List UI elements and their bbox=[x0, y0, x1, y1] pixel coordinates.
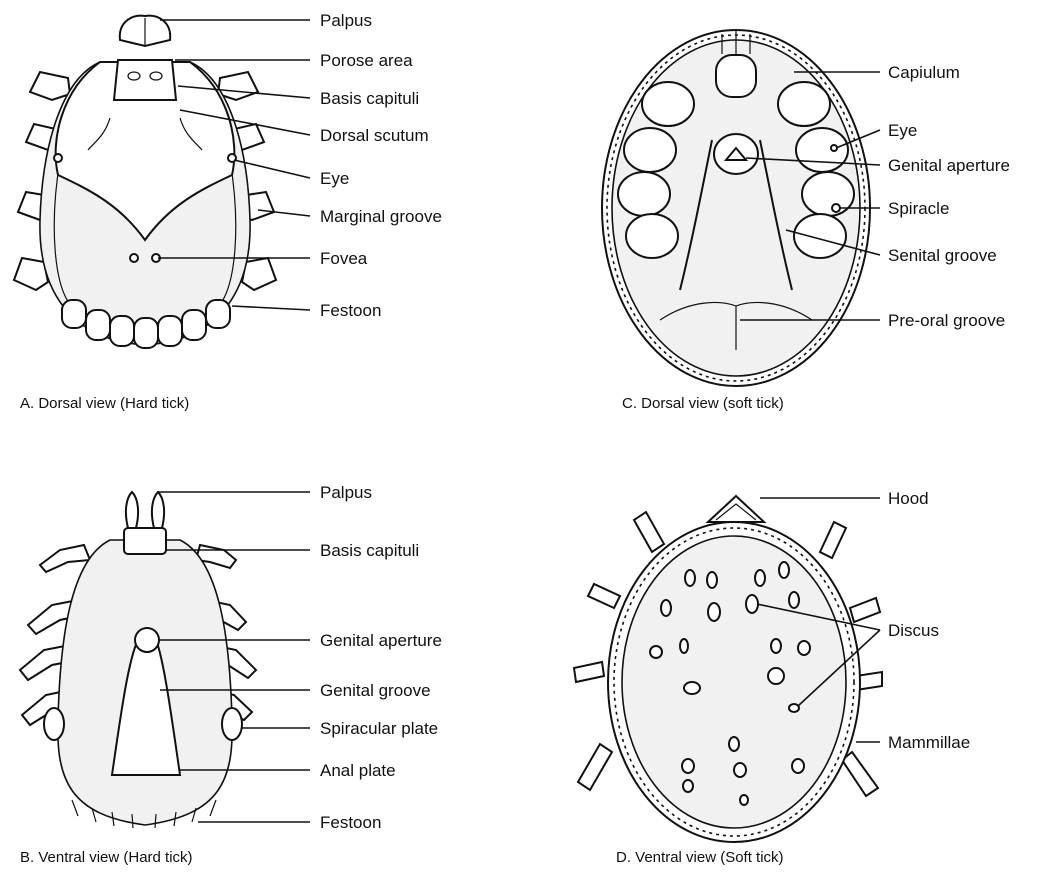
panel-a-label-dorsal-scutum: Dorsal scutum bbox=[320, 126, 429, 145]
panel-d-caption: D. Ventral view (Soft tick) bbox=[616, 849, 784, 866]
panel-a-eye-left bbox=[54, 154, 62, 162]
panel-c-labels: Capiulum Eye Genital aperture Spiracle S… bbox=[888, 63, 1010, 330]
panel-b-caption: B. Ventral view (Hard tick) bbox=[20, 849, 193, 866]
panel-c-label-spiracle: Spiracle bbox=[888, 199, 949, 218]
panel-a-label-porose-area: Porose area bbox=[320, 51, 413, 70]
panel-b-spiracular-plate-left bbox=[44, 708, 64, 740]
panel-c-caption: C. Dorsal view (soft tick) bbox=[622, 395, 784, 412]
panel-b-label-basis-capituli: Basis capituli bbox=[320, 541, 419, 560]
panel-d-label-mammillae: Mammillae bbox=[888, 733, 970, 752]
panel-d-body-inner bbox=[622, 536, 846, 828]
panel-b-spiracular-plate-right bbox=[222, 708, 242, 740]
panel-a-labels: Palpus Porose area Basis capituli Dorsal… bbox=[320, 11, 442, 320]
panel-c-capitulum bbox=[716, 30, 756, 97]
panel-a-caption: A. Dorsal view (Hard tick) bbox=[20, 395, 189, 412]
panel-a-label-palpus: Palpus bbox=[320, 11, 372, 30]
panel-b-label-palpus: Palpus bbox=[320, 483, 372, 502]
panel-b-labels: Palpus Basis capituli Genital aperture G… bbox=[320, 483, 442, 832]
panel-a-fovea-left bbox=[130, 254, 138, 262]
panel-d-hood bbox=[708, 496, 764, 522]
panel-c-soft-tick-dorsal: Capiulum Eye Genital aperture Spiracle S… bbox=[602, 30, 1010, 412]
panel-c-label-genital-aperture: Genital aperture bbox=[888, 156, 1010, 175]
panel-a-label-festoon: Festoon bbox=[320, 301, 381, 320]
panel-a-label-marginal-groove: Marginal groove bbox=[320, 207, 442, 226]
panel-a-hard-tick-dorsal: Palpus Porose area Basis capituli Dorsal… bbox=[14, 11, 442, 412]
panel-b-label-genital-groove: Genital groove bbox=[320, 681, 431, 700]
panel-b-label-spiracular-plate: Spiracular plate bbox=[320, 719, 438, 738]
panel-d-labels: Hood Discus Mammillae bbox=[888, 489, 970, 752]
panel-c-label-eye: Eye bbox=[888, 121, 917, 140]
panel-b-label-anal-plate: Anal plate bbox=[320, 761, 396, 780]
panel-b-label-genital-aperture: Genital aperture bbox=[320, 631, 442, 650]
panel-c-label-capiulum: Capiulum bbox=[888, 63, 960, 82]
panel-d-soft-tick-ventral: Hood Discus Mammillae D. Ventral view (S… bbox=[574, 489, 970, 866]
panel-d-label-hood: Hood bbox=[888, 489, 929, 508]
panel-c-spiracle bbox=[832, 204, 840, 212]
panel-b-label-festoon: Festoon bbox=[320, 813, 381, 832]
panel-c-label-senital-groove: Senital groove bbox=[888, 246, 997, 265]
panel-c-label-pre-oral-groove: Pre-oral groove bbox=[888, 311, 1005, 330]
panel-a-label-eye: Eye bbox=[320, 169, 349, 188]
panel-b-capitulum bbox=[124, 492, 166, 554]
panel-b-hard-tick-ventral: Palpus Basis capituli Genital aperture G… bbox=[20, 483, 442, 866]
panel-a-capitulum bbox=[114, 16, 176, 100]
panel-a-label-basis-capituli: Basis capituli bbox=[320, 89, 419, 108]
panel-b-genital-aperture bbox=[135, 628, 159, 652]
panel-a-label-fovea: Fovea bbox=[320, 249, 368, 268]
panel-d-label-discus: Discus bbox=[888, 621, 939, 640]
